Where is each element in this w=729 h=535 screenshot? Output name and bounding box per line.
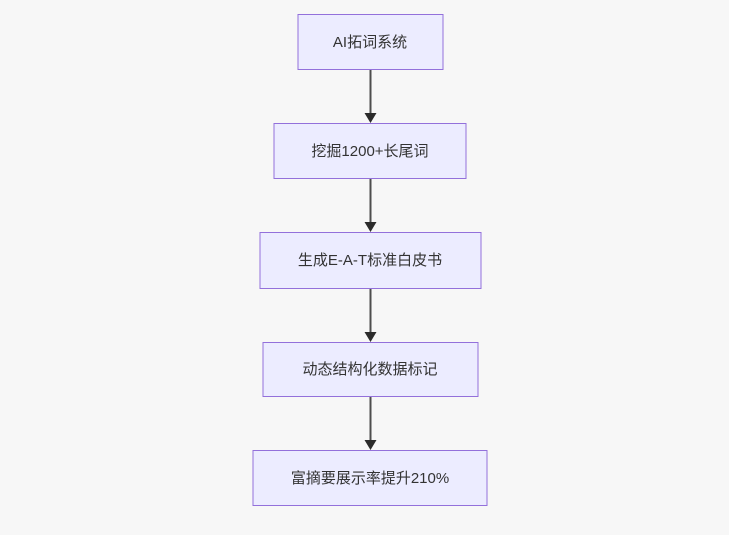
flow-node-label: AI拓词系统 [332,33,408,51]
flow-node-ai-word-system: AI拓词系统 [297,14,443,70]
edge-line [369,397,371,440]
edge-arrow-3 [364,289,376,342]
arrowhead-down-icon [364,113,376,123]
arrowhead-down-icon [364,332,376,342]
flow-node-longtail-mining: 挖掘1200+长尾词 [273,123,467,179]
flow-node-label: 生成E-A-T标准白皮书 [297,252,443,269]
edge-line [369,179,371,222]
edge-line [369,289,371,332]
arrowhead-down-icon [364,440,376,450]
edge-arrow-4 [364,397,376,450]
edge-arrow-2 [364,179,376,232]
flowchart: AI拓词系统 挖掘1200+长尾词 生成E-A-T标准白皮书 动态结构化数据标记… [252,14,488,506]
edge-arrow-1 [364,70,376,123]
edge-line [369,70,371,113]
arrowhead-down-icon [364,222,376,232]
flow-node-structured-data: 动态结构化数据标记 [262,342,478,397]
flow-node-label: 富摘要展示率提升210% [290,469,450,487]
flow-node-label: 动态结构化数据标记 [302,361,438,378]
flow-node-rich-snippet-result: 富摘要展示率提升210% [252,450,488,506]
flow-node-eat-whitepaper: 生成E-A-T标准白皮书 [259,232,481,289]
flow-node-label: 挖掘1200+长尾词 [311,142,429,160]
